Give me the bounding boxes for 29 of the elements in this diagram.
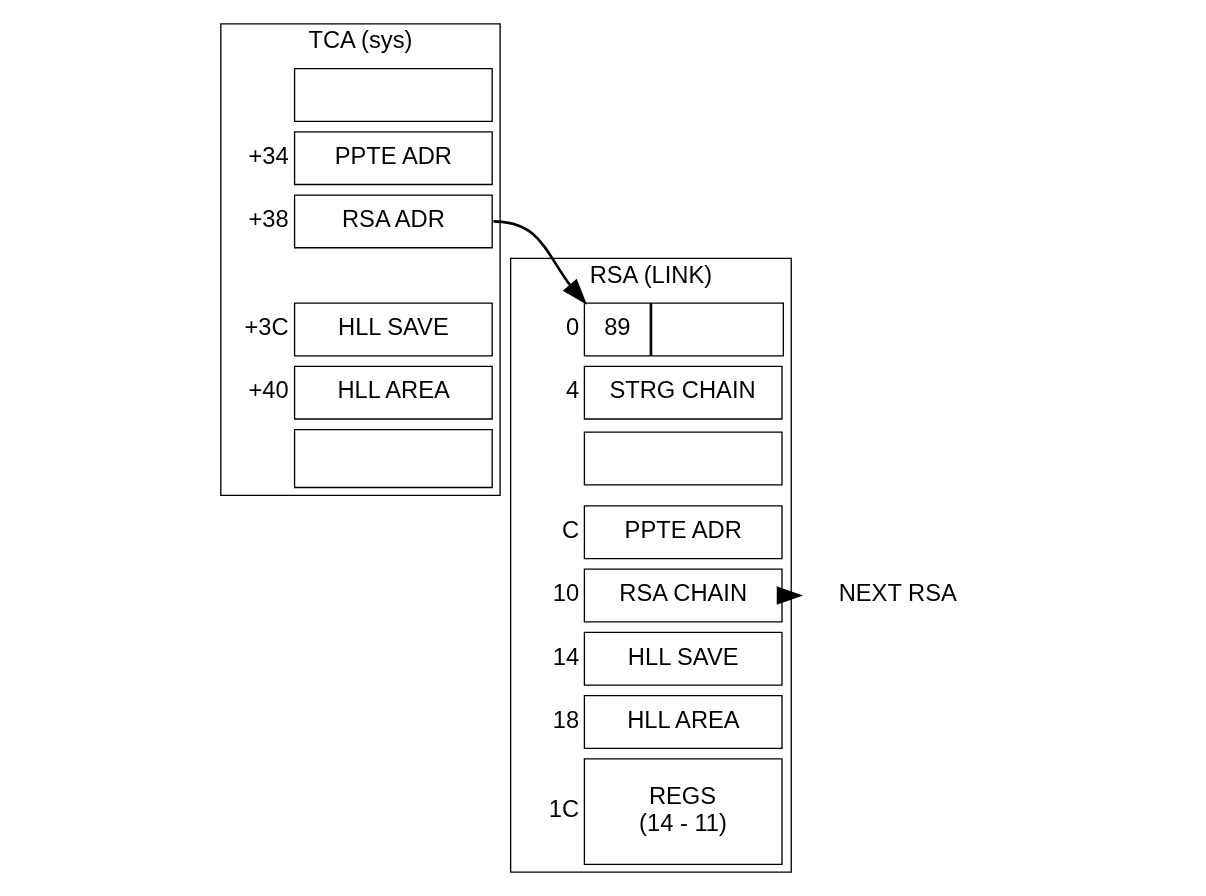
node-label: 0 [565, 314, 579, 341]
node-label: 18 [552, 706, 579, 733]
node-box: RSA CHAIN [583, 568, 783, 623]
node-box: RSA ADR [293, 194, 493, 249]
node-box: 89 [583, 302, 651, 357]
node-box: REGS (14 - 11) [583, 758, 783, 865]
node-text: NEXT RSA [838, 580, 957, 607]
node-box: HLL AREA [293, 365, 493, 420]
node-label: C [561, 517, 579, 544]
node-box: PPTE ADR [583, 505, 783, 560]
arrow [776, 586, 803, 605]
node-box: STRG CHAIN [583, 365, 783, 420]
node-box [650, 302, 784, 357]
node-box [293, 67, 493, 122]
node-label: 10 [552, 580, 579, 607]
node-label: +34 [247, 142, 289, 169]
node-label: 4 [565, 377, 579, 404]
node-label: +40 [247, 377, 289, 404]
node-box: PPTE ADR [293, 131, 493, 186]
node-label: +38 [247, 206, 289, 233]
node-box: HLL SAVE [583, 631, 783, 686]
node-label: +3C [244, 314, 289, 341]
arrow [492, 220, 587, 305]
node-box: HLL SAVE [293, 302, 493, 357]
node-box: HLL AREA [583, 695, 783, 749]
node-box [583, 431, 783, 486]
node-label: 1C [548, 796, 579, 823]
node-label: 14 [552, 643, 579, 670]
node-box [293, 428, 493, 489]
